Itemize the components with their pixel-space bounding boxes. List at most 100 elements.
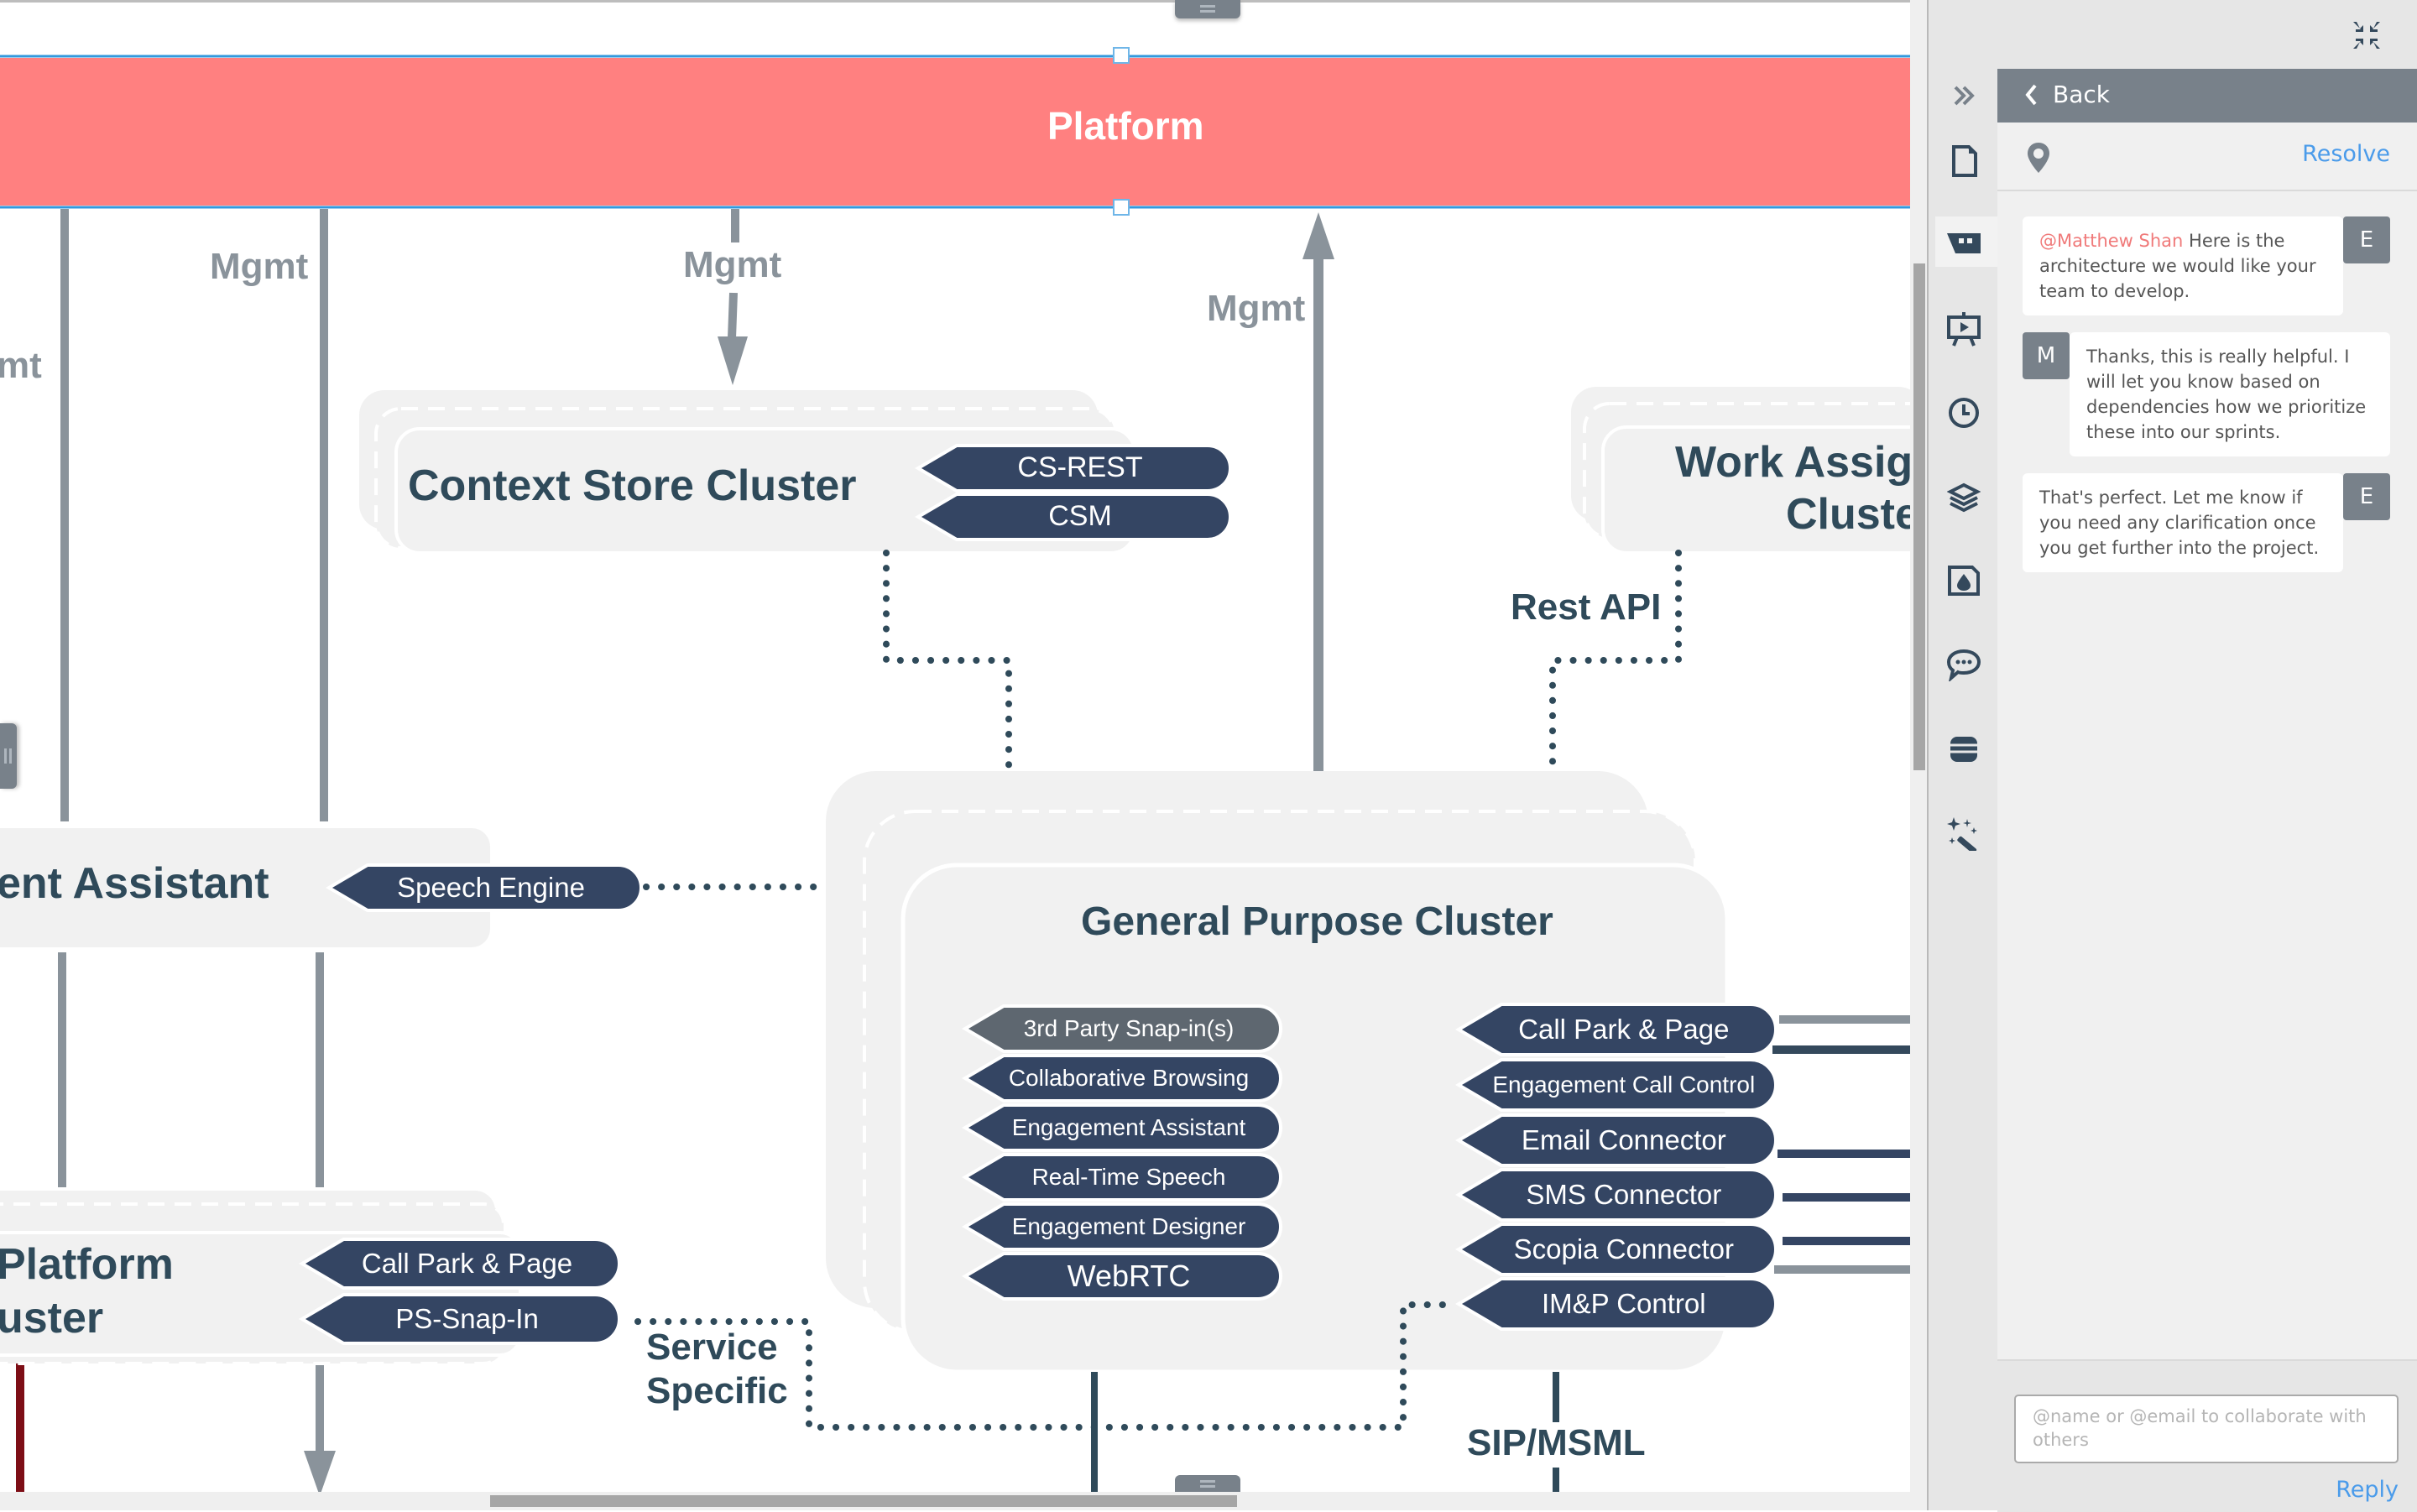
component-pill[interactable]: [326, 863, 643, 912]
comment-3: That's perfect. Let me know if you need …: [2023, 473, 2343, 572]
selection-handle-bottom[interactable]: [1113, 199, 1130, 216]
component-pill[interactable]: [299, 1293, 621, 1345]
connector-service-specific: [634, 1301, 1452, 1431]
platform-banner-label: Platform: [1047, 104, 1204, 148]
component-pill-label: Call Park & Page: [1518, 1014, 1730, 1045]
comment-thread: @Matthew Shan Here is the architecture w…: [1997, 191, 2417, 1359]
image-fill-icon[interactable]: [1945, 562, 1982, 599]
comment-1: @Matthew Shan Here is the architecture w…: [2023, 216, 2343, 315]
work-assignment-cluster[interactable]: [1571, 387, 1910, 555]
avatar: E: [2343, 216, 2390, 263]
service-specific-label-line1: Service: [646, 1327, 778, 1368]
location-pin-icon[interactable]: [2026, 141, 2051, 179]
component-pill-label: Real-Time Speech: [1031, 1163, 1226, 1190]
connector-work-to-gp: [1549, 550, 1682, 774]
component-pill-label: Email Connector: [1521, 1124, 1726, 1156]
work-assignment-title-line2: Cluste: [1786, 490, 1910, 539]
component-pill-label: SMS Connector: [1526, 1179, 1722, 1211]
sip-msml-label: SIP/MSML: [1467, 1422, 1646, 1463]
context-store-title: Context Store Cluster: [408, 461, 857, 510]
component-pill-label: CSM: [1048, 500, 1112, 533]
chat-bubble-icon[interactable]: [1945, 646, 1982, 683]
comment-2: Thanks, this is really helpful. I will l…: [2070, 332, 2390, 456]
mgmt-arrow-context-head: [718, 336, 748, 385]
back-button[interactable]: Back: [1997, 69, 2417, 123]
mgmt-arrow-up-head: [1302, 212, 1334, 259]
vertical-scrollbar-thumb[interactable]: [1913, 263, 1925, 770]
canvas-drag-handle-bottom[interactable]: [1175, 1475, 1240, 1494]
engagement-assistant-cluster[interactable]: [0, 828, 490, 947]
component-pill[interactable]: [962, 1153, 1282, 1202]
mgmt-label: Mgmt: [210, 246, 309, 287]
collapse-panel-icon[interactable]: [2348, 17, 2385, 54]
component-pill[interactable]: [962, 1252, 1282, 1301]
document-icon[interactable]: [1945, 143, 1982, 180]
chevron-left-icon: [2023, 82, 2039, 112]
component-pill[interactable]: [1455, 1058, 1778, 1112]
diagram-canvas[interactable]: Platform Mgmt Mgmt Mgmt mt Context Store…: [0, 0, 1910, 1495]
component-pill-label: PS-Snap-In: [395, 1303, 539, 1335]
avatar: M: [2023, 332, 2070, 379]
platform-banner[interactable]: [0, 58, 1910, 206]
selection-handle-top[interactable]: [1113, 47, 1130, 64]
work-assignment-title-line1: Work Assig: [1675, 438, 1910, 487]
component-pill[interactable]: [1455, 1277, 1778, 1331]
expand-chevrons-icon[interactable]: [1945, 77, 1982, 114]
comment-text: That's perfect. Let me know if you need …: [2039, 487, 2320, 558]
comment-text: Here is the architecture we would like y…: [2039, 231, 2316, 301]
component-pill-label: Speech Engine: [397, 872, 585, 904]
mgmt-label: Mgmt: [683, 244, 782, 285]
component-pill[interactable]: [1455, 1223, 1778, 1276]
component-pill[interactable]: [1455, 1003, 1778, 1056]
connector-context-to-gp: [883, 550, 1012, 774]
history-clock-icon[interactable]: [1945, 394, 1982, 431]
mgmt-label: Mgmt: [1207, 288, 1306, 329]
avatar: E: [2343, 473, 2390, 520]
component-pill-label: 3rd Party Snap-in(s): [1023, 1014, 1235, 1041]
mgmt-arrow-context-stem: [728, 292, 738, 339]
component-pill-label: Engagement Call Control: [1492, 1071, 1756, 1098]
mgmt-label: mt: [0, 345, 42, 386]
component-pill[interactable]: [962, 1054, 1282, 1103]
comments-quote-icon[interactable]: [1945, 225, 1982, 262]
component-pill-label: IM&P Control: [1541, 1288, 1706, 1320]
diagram-svg: [0, 47, 1910, 1495]
platform-cluster-title-line1: Platform: [0, 1240, 174, 1289]
component-pill-label: Engagement Assistant: [1011, 1113, 1246, 1140]
service-specific-label-line2: Specific: [646, 1370, 788, 1411]
database-icon[interactable]: [1945, 730, 1982, 767]
comment-header: Resolve: [1997, 123, 2417, 191]
canvas-drag-handle-top[interactable]: [1175, 0, 1240, 18]
magic-wand-icon[interactable]: [1945, 814, 1982, 851]
component-pill-label: Call Park & Page: [361, 1248, 573, 1280]
component-pill[interactable]: [915, 493, 1232, 541]
component-pill[interactable]: [915, 444, 1232, 493]
mention[interactable]: @Matthew Shan: [2039, 231, 2184, 251]
comment-text: Thanks, this is really helpful. I will l…: [2086, 347, 2367, 442]
presentation-icon[interactable]: [1945, 310, 1982, 347]
component-pill-label: Engagement Designer: [1011, 1212, 1246, 1239]
resolve-button[interactable]: Resolve: [2302, 141, 2390, 167]
component-pill-label: CS-REST: [1017, 451, 1143, 484]
general-purpose-title: General Purpose Cluster: [1081, 899, 1553, 944]
component-pill[interactable]: [962, 1202, 1282, 1251]
component-pill[interactable]: [299, 1238, 621, 1290]
rest-api-label: Rest API: [1511, 587, 1662, 628]
component-pill[interactable]: [962, 1103, 1282, 1152]
reply-button[interactable]: Reply: [2336, 1477, 2399, 1503]
component-pill[interactable]: [1455, 1168, 1778, 1222]
canvas-drag-handle-left[interactable]: [0, 723, 17, 789]
component-pill[interactable]: [962, 1004, 1282, 1053]
platform-cluster-title-line2: uster: [0, 1294, 104, 1343]
engagement-assistant-title: ent Assistant: [0, 859, 269, 908]
back-label: Back: [2053, 81, 2110, 108]
component-pill-label: WebRTC: [1067, 1259, 1191, 1294]
horizontal-scrollbar-thumb[interactable]: [490, 1495, 1237, 1507]
component-pill-label: Scopia Connector: [1513, 1233, 1734, 1265]
component-pill-label: Collaborative Browsing: [1008, 1064, 1250, 1091]
component-pill[interactable]: [1455, 1113, 1778, 1167]
mgmt-arrow-bottom-head: [304, 1451, 336, 1495]
layers-icon[interactable]: [1945, 478, 1982, 515]
reply-area: Reply: [1997, 1359, 2417, 1512]
reply-input[interactable]: [2014, 1395, 2399, 1463]
